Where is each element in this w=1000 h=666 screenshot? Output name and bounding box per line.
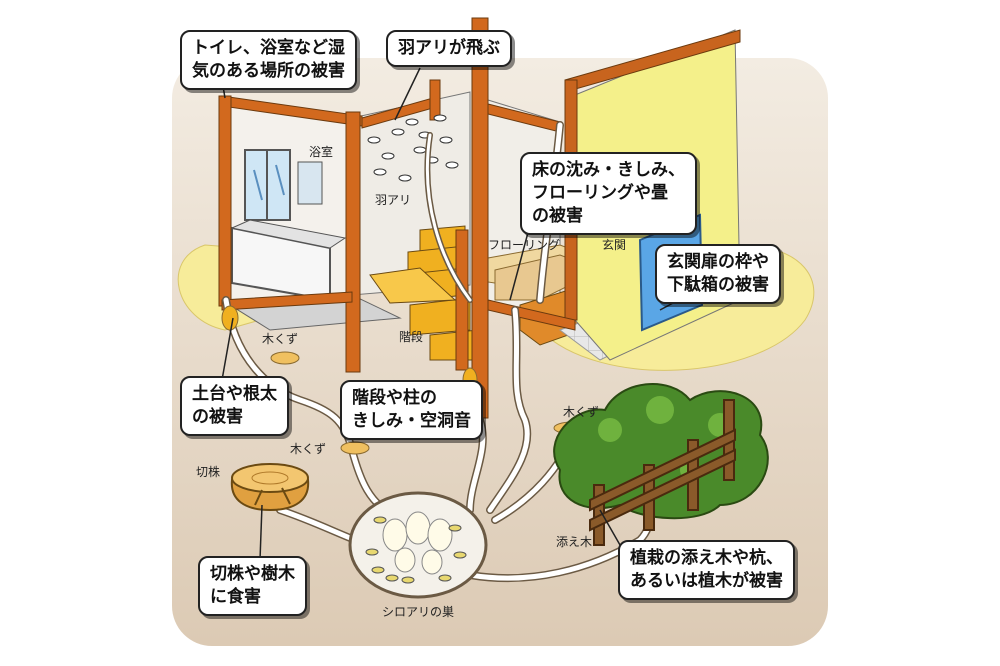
- callout-stump-line-1: 切株や樹木: [210, 564, 295, 584]
- damage-spot-sill: [221, 305, 239, 331]
- callout-stump-line-2: に食害: [210, 587, 261, 607]
- label-wood-chips-2: 木くず: [290, 442, 327, 456]
- callout-floor-damage: 床の沈み・きしみ、 フローリングや畳 の被害: [520, 152, 697, 235]
- callout-sill-line-1: 土台や根太: [192, 384, 277, 404]
- callout-toilet-bath: トイレ、浴室など湿 気のある場所の被害: [180, 30, 357, 90]
- nest-chambers: [382, 511, 453, 575]
- pillar-left: [218, 95, 232, 307]
- label-wood-chips-3: 木くず: [563, 405, 600, 419]
- sill-beam-left: [221, 291, 353, 311]
- callout-planting-line-1: 植栽の添え木や杭、: [630, 548, 783, 568]
- callout-floor-line-2: フローリングや畳: [532, 183, 668, 203]
- label-support-stake: 添え木: [556, 535, 593, 549]
- callout-stairs-pillar: 階段や柱の きしみ・空洞音: [340, 380, 483, 440]
- callout-stump-tree: 切株や樹木 に食害: [198, 556, 307, 616]
- bathroom-mirror: [297, 161, 323, 205]
- label-wood-chips-1: 木くず: [262, 332, 299, 346]
- pillar-main: [471, 17, 489, 419]
- label-bathroom: 浴室: [309, 145, 334, 159]
- wood-chips-pile-2: [340, 441, 370, 455]
- sill-beam-right: [487, 299, 576, 331]
- callout-stairs-line-1: 階段や柱の: [352, 388, 437, 408]
- callout-sill-joist: 土台や根太 の被害: [180, 376, 289, 436]
- label-stump: 切株: [196, 465, 221, 479]
- callout-entrance-door: 玄関扉の枠や 下駄箱の被害: [655, 244, 781, 304]
- callout-entrance-line-2: 下駄箱の被害: [667, 275, 769, 295]
- label-stairs: 階段: [399, 330, 424, 344]
- callout-floor-line-1: 床の沈み・きしみ、: [532, 160, 685, 180]
- tree-stump: [230, 463, 310, 512]
- callout-entrance-line-1: 玄関扉の枠や: [667, 252, 769, 272]
- callout-planting-line-2: あるいは植木が被害: [630, 571, 783, 591]
- wood-chips-pile-1: [270, 351, 300, 365]
- termite-workers: [365, 516, 467, 584]
- pillar-center-short: [429, 79, 441, 121]
- callout-floor-line-3: の被害: [532, 206, 583, 226]
- wooden-fence: [589, 399, 736, 546]
- callout-stairs-line-2: きしみ・空洞音: [352, 411, 471, 431]
- callout-toilet-bath-line-2: 気のある場所の被害: [192, 61, 345, 81]
- pillar-center-left: [345, 111, 361, 373]
- callout-flying-ants-text: 羽アリが飛ぶ: [398, 38, 500, 58]
- callout-flying-ants: 羽アリが飛ぶ: [386, 30, 512, 67]
- termite-nest: [348, 491, 488, 599]
- label-flooring: フローリング: [488, 238, 561, 252]
- label-termite-nest: シロアリの巣: [382, 605, 455, 619]
- callout-sill-line-2: の被害: [192, 407, 243, 427]
- label-winged-ants: 羽アリ: [375, 193, 412, 207]
- callout-planting-stake: 植栽の添え木や杭、 あるいは植木が被害: [618, 540, 795, 600]
- pillar-stairs: [455, 229, 469, 371]
- callout-toilet-bath-line-1: トイレ、浴室など湿: [192, 38, 345, 58]
- label-entrance: 玄関: [602, 238, 627, 252]
